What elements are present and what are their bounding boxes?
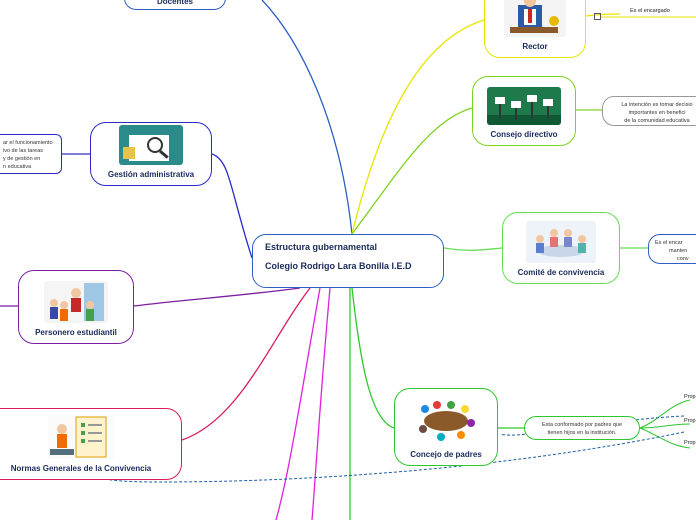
central-topic-line-2: Colegio Rodrigo Lara Bonilla I.E.D <box>265 261 412 271</box>
gestion-illustration-icon <box>119 125 183 165</box>
branch-normas <box>181 287 311 441</box>
external-link-icon[interactable] <box>594 13 601 20</box>
branch-comite <box>443 247 503 251</box>
consejo-note[interactable]: La intención es tomar decisio importante… <box>602 96 696 126</box>
central-topic-line-1: Estructura gubernamental <box>265 242 378 252</box>
comite-note[interactable]: Es el encar manten conv <box>648 234 696 264</box>
gestion-note[interactable]: ar el funcionamiento ivo de las tareas y… <box>0 134 62 174</box>
consejo-illustration-icon <box>487 87 561 125</box>
padres-note[interactable]: Esta conformado por padres que tienen hi… <box>524 416 640 440</box>
node-personero-estudiantil[interactable]: Personero estudiantil <box>18 270 134 344</box>
node-personero-label: Personero estudiantil <box>35 328 117 337</box>
rector-illustration-icon <box>504 0 566 37</box>
leaf-prop-label: Prop <box>684 418 696 424</box>
central-topic[interactable]: Estructura gubernamental Colegio Rodrigo… <box>252 234 444 288</box>
leaf-prop-3[interactable]: Prop <box>684 440 696 446</box>
padres-illustration-icon <box>411 395 481 445</box>
comite-note-line: manten <box>669 248 688 254</box>
gestion-note-line: ivo de las tareas <box>3 148 44 154</box>
rector-note: Es el encargado <box>630 8 670 14</box>
branch-padres <box>351 287 395 429</box>
node-normas-label: Normas Generales de la Convivencia <box>10 464 152 473</box>
padres-note-line: tienen hijos en la institución. <box>547 430 617 436</box>
comite-note-line: Es el encar <box>655 240 683 246</box>
node-consejo-label: Consejo directivo <box>490 130 558 139</box>
consejo-note-line: importantes en benefici <box>628 110 686 116</box>
personero-illustration-icon <box>44 281 108 323</box>
gestion-note-line: ar el funcionamiento <box>3 140 53 146</box>
node-gestion-administrativa[interactable]: Gestión administrativa <box>90 122 212 186</box>
branch-down-magenta-1 <box>275 287 321 520</box>
branch-docentes <box>261 0 353 235</box>
leaf-prop-label: Prop <box>684 394 696 400</box>
branch-consejo <box>351 107 473 235</box>
leaf-prop-2[interactable]: Prop <box>684 418 696 424</box>
consejo-note-line: de la comunidad educativa <box>624 118 690 124</box>
dashed-relation-2 <box>99 431 685 483</box>
gestion-note-line: n educativa <box>3 164 32 170</box>
node-padres-label: Concejo de padres <box>410 450 482 459</box>
consejo-note-line: La intención es tomar decisio <box>621 102 693 108</box>
comite-note-line: conv <box>677 256 689 262</box>
node-concejo-padres[interactable]: Concejo de padres <box>394 388 498 466</box>
node-comite-label: Comité de convivencia <box>517 268 605 277</box>
node-gestion-label: Gestión administrativa <box>107 170 195 179</box>
rector-to-note <box>585 13 621 17</box>
branch-gestion <box>211 153 253 259</box>
branch-down-magenta-2 <box>311 287 331 520</box>
comite-illustration-icon <box>526 221 596 263</box>
leaf-prop-1[interactable]: Prop <box>684 394 696 400</box>
node-normas-convivencia[interactable]: Normas Generales de la Convivencia <box>0 408 182 480</box>
padres-note-line: Esta conformado por padres que <box>541 422 623 428</box>
node-docentes-label: Docentes <box>156 0 193 6</box>
node-rector-label: Rector <box>522 42 548 51</box>
gestion-note-line: y de gestión en <box>3 156 41 162</box>
node-docentes[interactable]: Docentes <box>124 0 226 10</box>
node-rector[interactable]: Rector <box>484 0 586 58</box>
node-consejo-directivo[interactable]: Consejo directivo <box>472 76 576 146</box>
node-comite-convivencia[interactable]: Comité de convivencia <box>502 212 620 284</box>
branch-personero <box>133 287 301 307</box>
normas-illustration-icon <box>48 415 114 459</box>
note-to-leaves <box>639 399 691 429</box>
branch-rector <box>351 19 485 235</box>
leaf-prop-label: Prop <box>684 440 696 446</box>
